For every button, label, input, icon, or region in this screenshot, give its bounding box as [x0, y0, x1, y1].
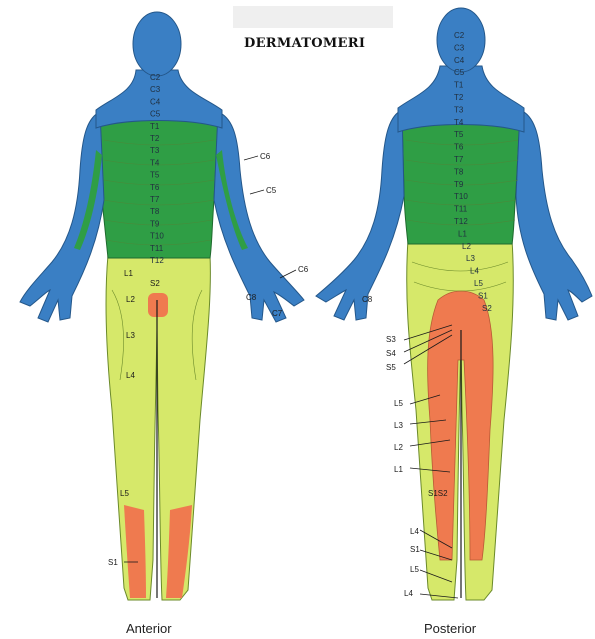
side-label: C6	[260, 152, 271, 161]
spine-label: C4	[454, 56, 465, 65]
spine-label: T5	[454, 130, 464, 139]
side-label: S4	[386, 349, 396, 358]
spine-label: T9	[454, 180, 464, 189]
posterior-right-arm	[516, 110, 592, 320]
side-label: L3	[394, 421, 403, 430]
spine-label: T3	[150, 146, 160, 155]
side-label: L4	[410, 527, 419, 536]
side-label: L3	[126, 331, 135, 340]
spine-label: L3	[466, 254, 475, 263]
spine-label: T6	[150, 183, 160, 192]
side-label: L5	[394, 399, 403, 408]
spine-label: S1	[478, 291, 488, 300]
anterior-genital-region	[148, 293, 168, 317]
spine-label: T11	[150, 244, 164, 253]
spine-label: T8	[454, 167, 464, 176]
posterior-sacral-region	[428, 291, 493, 560]
side-label: L5	[120, 489, 129, 498]
side-label: L2	[126, 295, 135, 304]
spine-label: T12	[150, 256, 164, 265]
spine-label: T6	[454, 143, 464, 152]
spine-label: T2	[150, 134, 160, 143]
side-label: S3	[386, 335, 396, 344]
side-label: C7	[272, 309, 283, 318]
spine-label: T7	[454, 155, 464, 164]
side-label: S5	[386, 363, 396, 372]
side-label: L4	[404, 589, 413, 598]
spine-label: T1	[454, 81, 464, 90]
spine-label: C5	[454, 68, 465, 77]
side-label: S1	[108, 558, 118, 567]
spine-label: S2	[482, 304, 492, 313]
side-label: L4	[126, 371, 135, 380]
spine-label: L4	[470, 267, 479, 276]
side-label: L2	[394, 443, 403, 452]
side-label: C8	[246, 293, 257, 302]
spine-label: C3	[150, 85, 161, 94]
spine-label: L1	[458, 229, 467, 238]
side-label: C5	[266, 186, 277, 195]
side-label: L5	[410, 565, 419, 574]
side-label: L1	[124, 269, 133, 278]
spine-label: T8	[150, 207, 160, 216]
spine-label: C2	[150, 73, 161, 82]
spine-label: C2	[454, 31, 465, 40]
spine-label: T10	[150, 232, 164, 241]
spine-label: T11	[454, 205, 468, 214]
spine-label: C4	[150, 97, 161, 106]
spine-label: L2	[462, 242, 471, 251]
spine-label: T2	[454, 93, 464, 102]
side-label: S1	[410, 545, 420, 554]
posterior-left-arm	[316, 110, 404, 320]
anterior-head	[133, 12, 181, 76]
anterior-left-arm	[20, 112, 104, 322]
spine-label: T10	[454, 192, 468, 201]
caption-anterior: Anterior	[126, 621, 172, 636]
spine-label: T1	[150, 122, 160, 131]
spine-label: T7	[150, 195, 160, 204]
spine-label: L5	[474, 279, 483, 288]
spine-label: T5	[150, 171, 160, 180]
spine-label: T4	[454, 118, 464, 127]
side-label: S2	[150, 279, 160, 288]
spine-label: C5	[150, 110, 161, 119]
side-label: C8	[362, 295, 373, 304]
side-label: S1S2	[428, 489, 448, 498]
spine-label: T4	[150, 158, 160, 167]
caption-posterior: Posterior	[424, 621, 476, 636]
spine-label: T9	[150, 219, 160, 228]
side-label: L1	[394, 465, 403, 474]
anterior-body	[20, 12, 304, 600]
side-label: C6	[298, 265, 309, 274]
spine-label: T12	[454, 217, 468, 226]
spine-label: C3	[454, 43, 465, 52]
anterior-right-arm	[214, 112, 304, 322]
spine-label: T3	[454, 105, 464, 114]
